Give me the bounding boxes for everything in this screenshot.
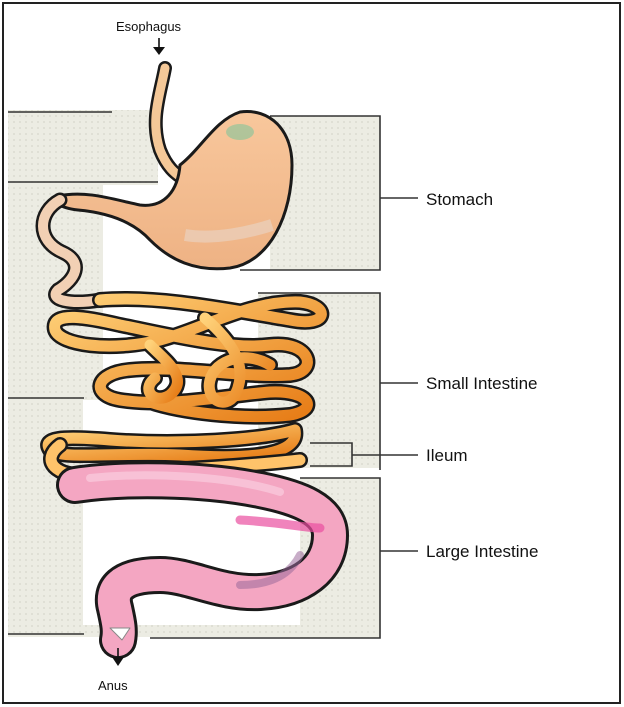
ileum-label: Ileum (426, 446, 468, 465)
anus-label: Anus (98, 678, 128, 693)
large-intestine (75, 475, 330, 640)
esophagus (156, 68, 182, 178)
small-intestine-label: Small Intestine (426, 374, 538, 393)
stomach-label: Stomach (426, 190, 493, 209)
large-intestine-label: Large Intestine (426, 542, 538, 561)
esophagus-arrow (153, 38, 165, 55)
esophagus-label: Esophagus (116, 19, 182, 34)
